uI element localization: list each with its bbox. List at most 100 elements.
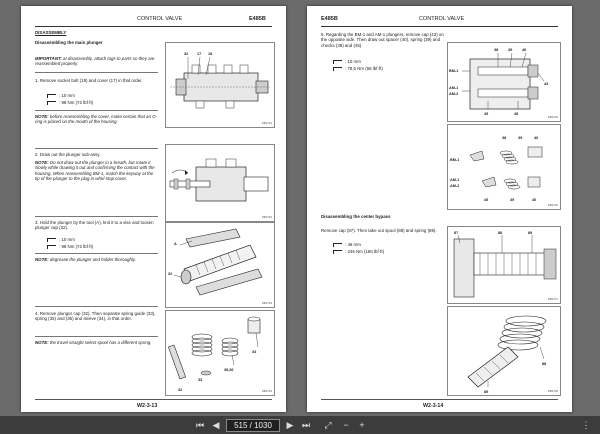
fig4-label-34: 34 bbox=[252, 350, 257, 354]
important-text: at disassembly, attach tags to parts so … bbox=[35, 56, 155, 67]
torque-wrench-icon bbox=[333, 66, 342, 71]
step-4: 4. Remove plunger cap (32). Then separat… bbox=[35, 311, 156, 322]
figure-spring-parts: 34 33 35,36 32 DB2744 bbox=[165, 310, 275, 396]
figure-bm1-am1-caps: 38 39 40 BM-1 43 AM-1 AM-2 45 45 DB2745 bbox=[447, 42, 561, 122]
step-1: 1. Remove socket bolt (18) and cover (17… bbox=[35, 78, 143, 83]
header-model: E485B bbox=[321, 16, 338, 22]
more-menu-button[interactable]: ⋮ bbox=[580, 419, 592, 431]
svg-text:40: 40 bbox=[534, 136, 538, 140]
fig1-label-17: 17 bbox=[197, 52, 201, 56]
divider bbox=[35, 72, 158, 73]
bypass-step: Remove cap (87). Then take out spool (88… bbox=[321, 228, 437, 233]
figure-plunger-draw-out: DB2742 bbox=[165, 144, 275, 222]
svg-text:39: 39 bbox=[518, 136, 522, 140]
important-note: IMPORTANT: at disassembly, attach tags t… bbox=[35, 56, 158, 67]
note-4: NOTE: the travel straight select spool h… bbox=[35, 340, 152, 345]
fig4-label-35-36: 35,36 bbox=[224, 368, 234, 372]
svg-text:87: 87 bbox=[454, 231, 458, 235]
wrench-icon bbox=[47, 237, 56, 242]
figure-code: DB2746 bbox=[547, 203, 558, 207]
note-3: NOTE: degrease the plunger and holder th… bbox=[35, 257, 136, 262]
next-page-button[interactable]: ▶ bbox=[284, 419, 296, 431]
fig3-label-32: 32 bbox=[168, 272, 172, 276]
step-1-tool-size: : 10 mm bbox=[47, 93, 75, 98]
divider bbox=[35, 148, 158, 149]
first-page-icon: ⏮ bbox=[195, 420, 205, 430]
zoom-in-button[interactable]: + bbox=[356, 419, 368, 431]
page-number-input[interactable]: 515 / 1030 bbox=[226, 419, 280, 432]
divider bbox=[35, 306, 158, 307]
svg-text:AM-2: AM-2 bbox=[449, 92, 458, 96]
step-5: 5. Regarding the BM-1 and AM-1 plungers,… bbox=[321, 32, 444, 48]
previous-page-button[interactable]: ◀ bbox=[210, 419, 222, 431]
figure-check-parts: 38 39 40 BM-1 AM-1 AM-2 45 39 40 DB2746 bbox=[447, 124, 561, 210]
note-1: NOTE: before reassembling the cover, mak… bbox=[35, 114, 158, 125]
fig4-label-33: 33 bbox=[198, 378, 202, 382]
wrench-icon bbox=[333, 242, 342, 247]
previous-page-icon: ◀ bbox=[212, 420, 220, 430]
fig4-label-32: 32 bbox=[178, 388, 182, 392]
section-title: DISASSEMBLY bbox=[35, 30, 67, 35]
fig1-label-18: 18 bbox=[208, 52, 212, 56]
torque-wrench-icon bbox=[47, 244, 56, 249]
svg-text:45: 45 bbox=[484, 112, 488, 116]
first-page-button[interactable]: ⏮ bbox=[194, 419, 206, 431]
svg-text:38: 38 bbox=[502, 136, 506, 140]
figure-code: DB2741 bbox=[261, 121, 272, 125]
svg-text:AM-2: AM-2 bbox=[450, 184, 459, 188]
figure-code: DB2745 bbox=[547, 115, 558, 119]
figure-plunger-vise: A 32 DB2743 bbox=[165, 222, 275, 308]
step-2: 2. Draw out the plunger sub-assy. bbox=[35, 152, 101, 157]
fit-page-icon: ⤢ bbox=[324, 420, 332, 430]
page-number: W2-3-14 bbox=[423, 403, 444, 409]
step-5-tool-size: : 10 mm bbox=[333, 59, 361, 64]
header-rule bbox=[321, 26, 558, 27]
zoom-out-button[interactable]: − bbox=[340, 419, 352, 431]
torque-wrench-icon bbox=[47, 100, 56, 105]
fig1-label-32: 32 bbox=[184, 52, 188, 56]
torque-wrench-icon bbox=[333, 249, 342, 254]
zoom-out-icon: − bbox=[343, 420, 349, 430]
fit-page-button[interactable]: ⤢ bbox=[322, 419, 334, 431]
svg-text:40: 40 bbox=[522, 48, 526, 52]
step-3: 3. Hold the plunger by the tool (A), kni… bbox=[35, 220, 154, 231]
bypass-torque: : 245 Nm (180 lbf·ft) bbox=[333, 249, 384, 254]
svg-text:89: 89 bbox=[528, 231, 532, 235]
step-3-torque: : 98 Nm (72 lbf·ft) bbox=[47, 244, 93, 249]
svg-text:40: 40 bbox=[532, 198, 536, 202]
step-5-torque: : 78,5 Nm (58 lbf·ft) bbox=[333, 66, 383, 71]
note-2: NOTE: Do not draw out the plunger in a b… bbox=[35, 160, 155, 181]
last-page-button[interactable]: ⏭ bbox=[300, 419, 312, 431]
figure-code: DB2743 bbox=[261, 301, 272, 305]
svg-text:AM-1: AM-1 bbox=[450, 178, 459, 182]
svg-text:38: 38 bbox=[494, 48, 498, 52]
step-1-torque: : 98 Nm (72 lbf·ft) bbox=[47, 100, 93, 105]
figure-code: DB2748 bbox=[547, 389, 558, 393]
viewer-toolbar: ⏮ ◀ 515 / 1030 ▶ ⏭ ⤢ − + ⋮ bbox=[0, 416, 600, 434]
figure-cover-removal: 32 17 18 DB2741 bbox=[165, 42, 275, 128]
divider bbox=[35, 253, 158, 254]
footer-rule bbox=[35, 399, 272, 400]
divider bbox=[35, 216, 158, 217]
divider bbox=[35, 110, 158, 111]
last-page-icon: ⏭ bbox=[301, 420, 311, 430]
important-label: IMPORTANT: bbox=[35, 56, 62, 61]
header-title: CONTROL VALVE bbox=[137, 16, 183, 22]
header-title: CONTROL VALVE bbox=[419, 16, 465, 22]
subsection-title: Disassembling the main plunger bbox=[35, 40, 103, 45]
svg-text:45: 45 bbox=[484, 198, 488, 202]
subsection-title: Disassembling the center bypass bbox=[321, 214, 391, 219]
svg-text:39: 39 bbox=[510, 198, 514, 202]
figure-spool-spring: 88 89 DB2748 bbox=[447, 306, 561, 396]
right-page: E485B CONTROL VALVE 5. Regarding the BM-… bbox=[307, 6, 572, 412]
footer-rule bbox=[321, 399, 558, 400]
figure-code: DB2742 bbox=[261, 215, 272, 219]
divider bbox=[35, 336, 158, 337]
fig3-label-a: A bbox=[174, 242, 177, 246]
next-page-icon: ▶ bbox=[286, 420, 294, 430]
svg-text:88: 88 bbox=[498, 231, 502, 235]
svg-text:BM-1: BM-1 bbox=[449, 69, 458, 73]
svg-text:89: 89 bbox=[484, 390, 488, 394]
svg-text:BM-1: BM-1 bbox=[450, 158, 459, 162]
